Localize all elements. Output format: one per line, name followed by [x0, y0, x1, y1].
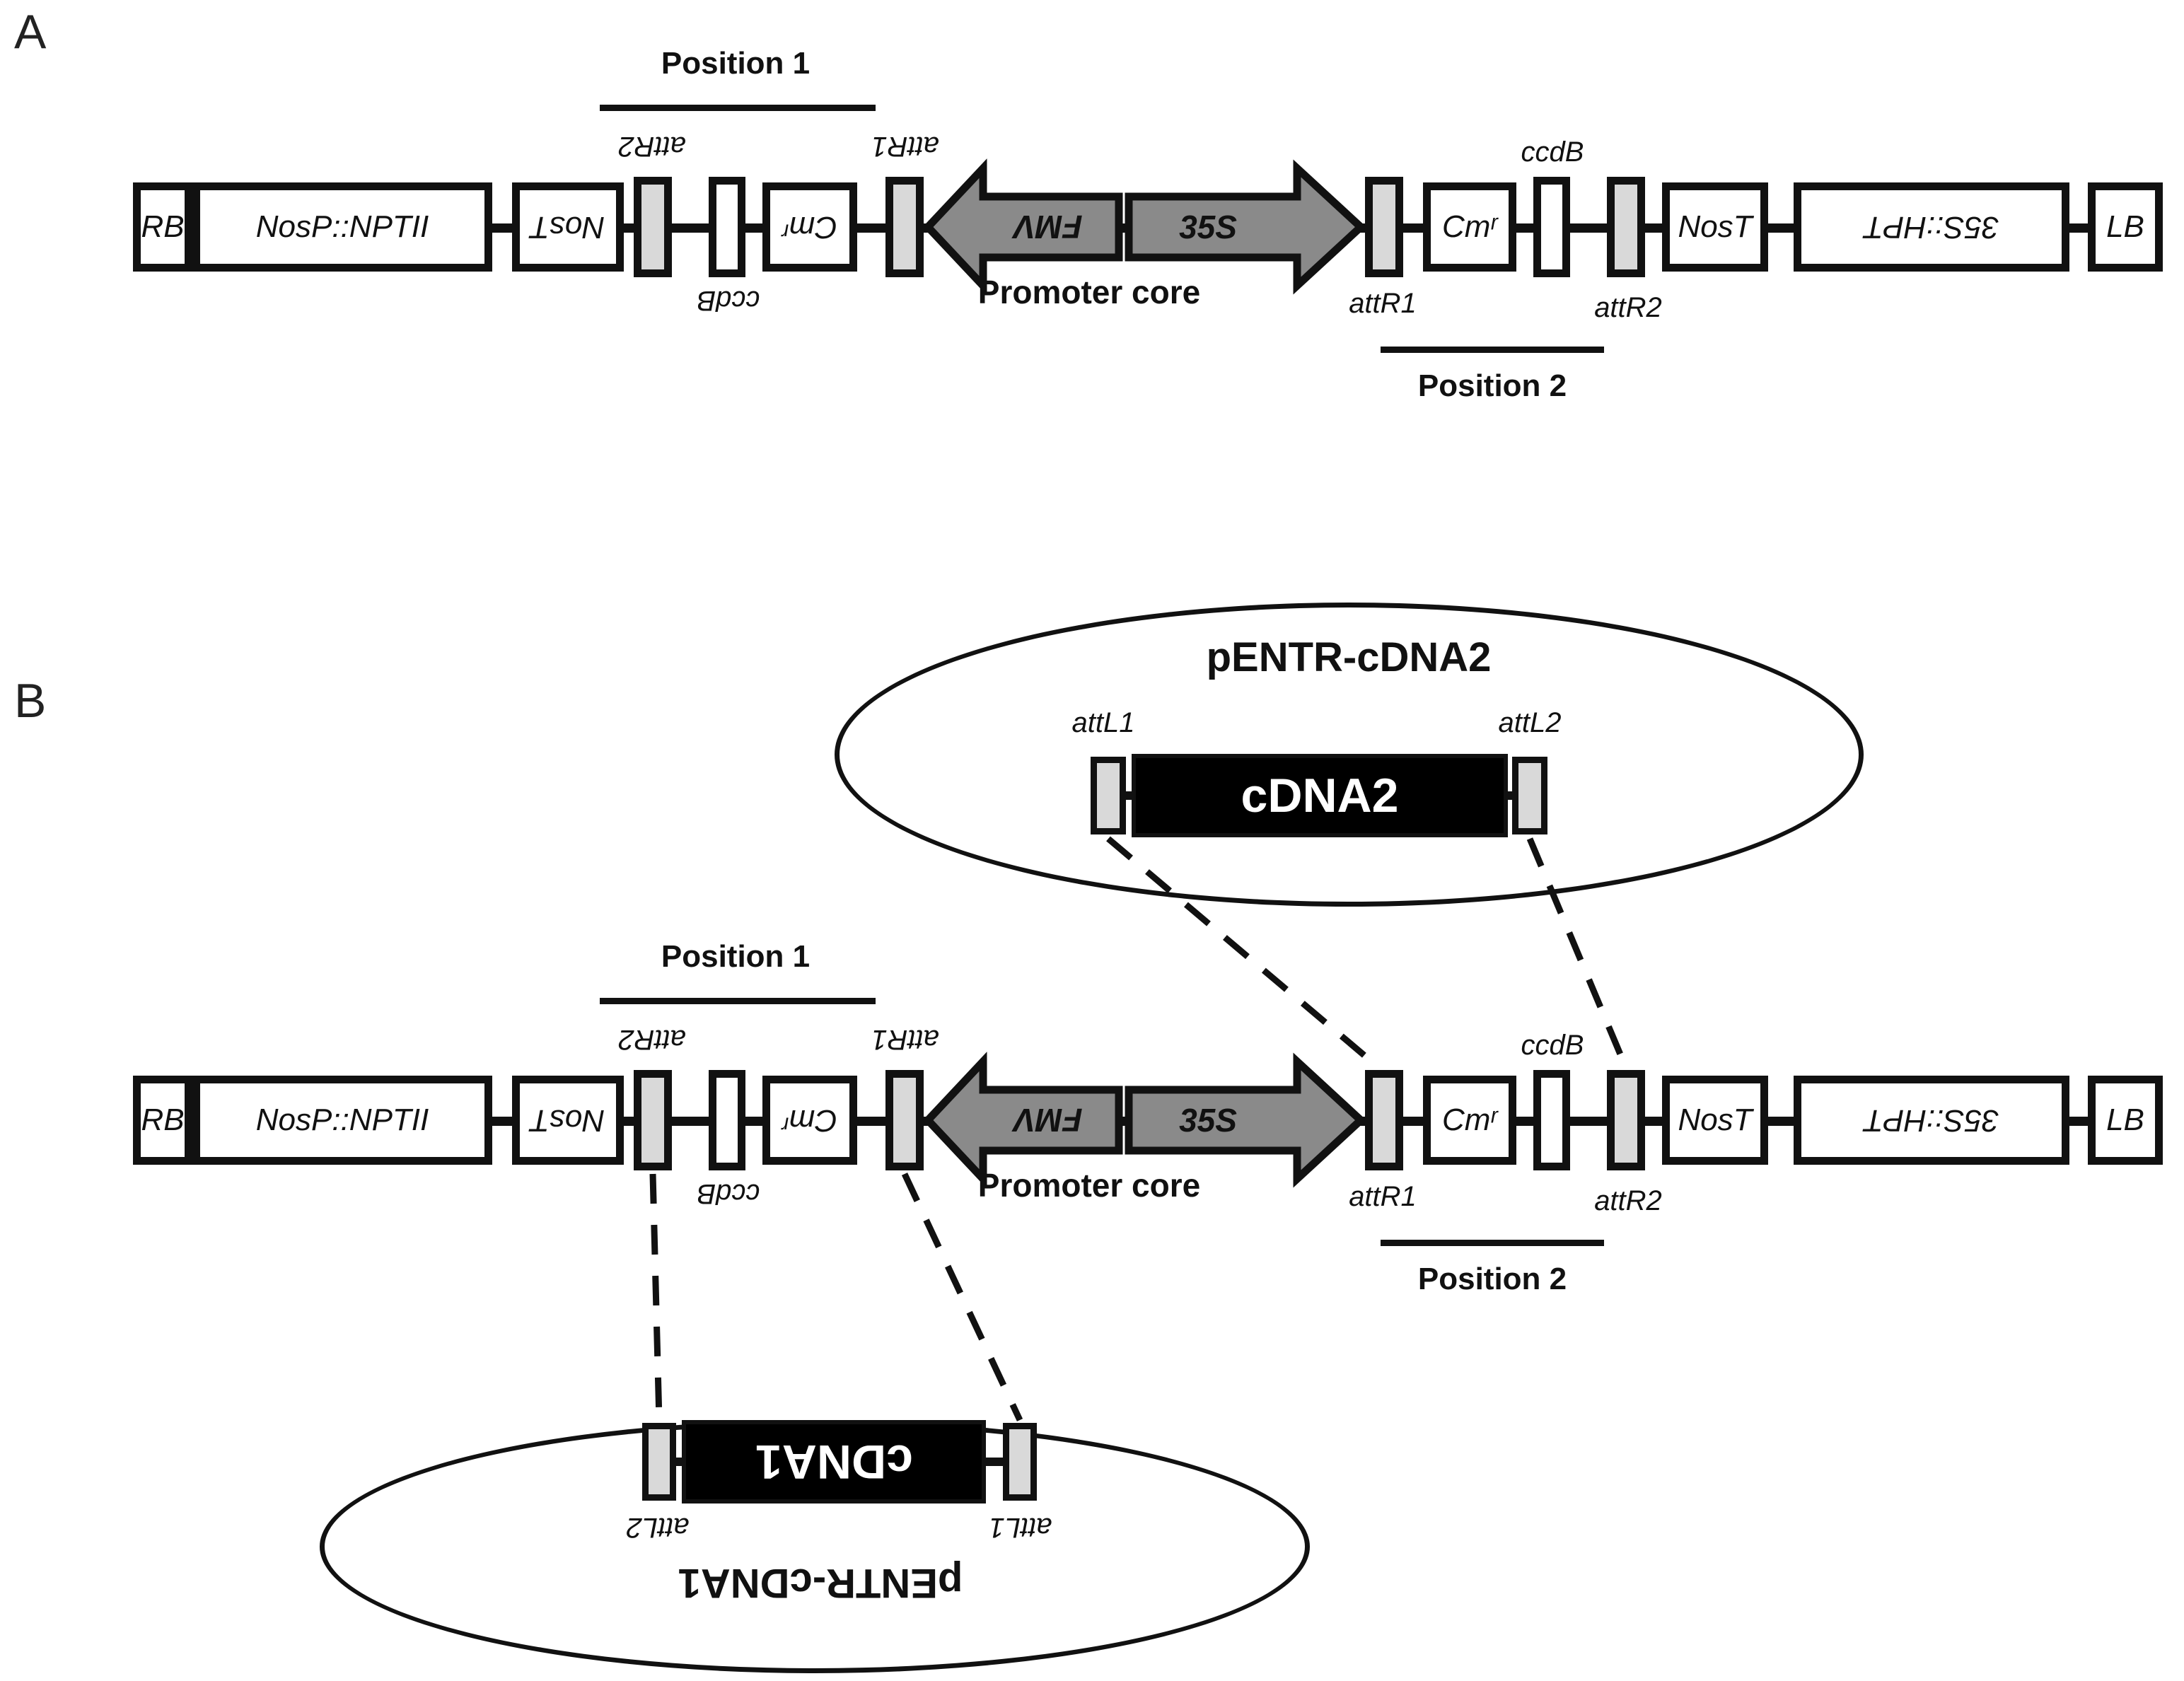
position2-rule: [1381, 347, 1604, 353]
attr2-left-label: attR2: [618, 131, 686, 162]
cdna2-box: cDNA2: [1132, 754, 1508, 837]
position1-rule: [600, 998, 876, 1004]
vector-map-panel-b: RB NosP::NPTII NosT Cmʳ FMV 35S Cmʳ NosT…: [0, 893, 2184, 1346]
attr1-right-label: attR1: [1349, 288, 1417, 319]
lb-box: LB: [2088, 1076, 2163, 1165]
fmv-arrow-label: FMV: [1013, 1102, 1083, 1139]
rb-box: RB: [133, 182, 192, 272]
cmr-left-box: Cmʳ: [762, 1076, 857, 1165]
pentr-cdna1-title: pENTR-cDNA1: [678, 1560, 963, 1606]
s35-arrow-label: 35S: [1179, 1102, 1237, 1139]
nost-left-box: NosT: [512, 1076, 624, 1165]
attr2-right-site: [1607, 1070, 1645, 1170]
panel-b-label: B: [14, 674, 47, 728]
attr2-left-site: [634, 1070, 672, 1170]
nost-right-box: NosT: [1662, 1076, 1768, 1165]
position2-label: Position 2: [1417, 368, 1567, 403]
rb-box: RB: [133, 1076, 192, 1165]
ccdb-left-site: [709, 177, 745, 277]
attl2-bottom-label: attL2: [626, 1512, 690, 1543]
attl2-top-label: attL2: [1498, 707, 1562, 738]
ccdb-left-label: ccdB: [697, 285, 760, 316]
nost-left-box: NosT: [512, 182, 624, 272]
attl2-top-site: [1512, 757, 1547, 834]
attl1-bottom-label: attL1: [989, 1512, 1052, 1543]
s35-arrow-label: 35S: [1179, 209, 1237, 245]
cmr-right-box: Cmʳ: [1423, 182, 1516, 272]
attr2-left-site: [634, 177, 672, 277]
attr2-right-site: [1607, 177, 1645, 277]
position1-rule: [600, 105, 876, 111]
panel-a-label: A: [14, 5, 47, 59]
hpt-box: 35S::HPT: [1794, 182, 2069, 272]
attr1-left-label: attR1: [871, 1024, 939, 1055]
fmv-arrow-label: FMV: [1013, 209, 1083, 245]
cmr-left-box: Cmʳ: [762, 182, 857, 272]
ccdb-left-label: ccdB: [697, 1178, 760, 1209]
attl1-top-label: attL1: [1071, 707, 1135, 738]
ccdb-left-site: [709, 1070, 745, 1170]
attl1-top-site: [1091, 757, 1126, 834]
position2-rule: [1381, 1240, 1604, 1246]
ccdb-right-site: [1533, 1070, 1570, 1170]
cmr-right-box: Cmʳ: [1423, 1076, 1516, 1165]
attl2-bottom-site: [642, 1423, 676, 1501]
attr1-left-site: [885, 177, 924, 277]
position1-label: Position 1: [661, 46, 811, 81]
attr2-right-label: attR2: [1594, 1185, 1662, 1216]
promoter-core-label: Promoter core: [977, 274, 1201, 310]
cdna1-box: cDNA1: [682, 1420, 986, 1503]
ccdb-right-label: ccdB: [1521, 136, 1584, 168]
attr1-right-label: attR1: [1349, 1181, 1417, 1212]
lb-box: LB: [2088, 182, 2163, 272]
nosp-nptii-box: NosP::NPTII: [192, 182, 492, 272]
attr2-right-label: attR2: [1594, 292, 1662, 323]
attr1-left-site: [885, 1070, 924, 1170]
attl1-bottom-site: [1003, 1423, 1037, 1501]
attr2-left-label: attR2: [618, 1024, 686, 1055]
position2-label: Position 2: [1417, 1262, 1567, 1296]
vector-map-panel-a: RB NosP::NPTII NosT Cmʳ FMV 35S Cmʳ NosT…: [0, 0, 2184, 453]
attr1-right-site: [1365, 177, 1403, 277]
attr1-left-label: attR1: [871, 131, 939, 162]
ccdb-right-site: [1533, 177, 1570, 277]
attr1-right-site: [1365, 1070, 1403, 1170]
hpt-box: 35S::HPT: [1794, 1076, 2069, 1165]
pentr-cdna2-title: pENTR-cDNA2: [1206, 634, 1492, 680]
promoter-core-label: Promoter core: [977, 1167, 1201, 1204]
nost-right-box: NosT: [1662, 182, 1768, 272]
nosp-nptii-box: NosP::NPTII: [192, 1076, 492, 1165]
ccdb-right-label: ccdB: [1521, 1030, 1584, 1061]
position1-label: Position 1: [661, 939, 811, 974]
